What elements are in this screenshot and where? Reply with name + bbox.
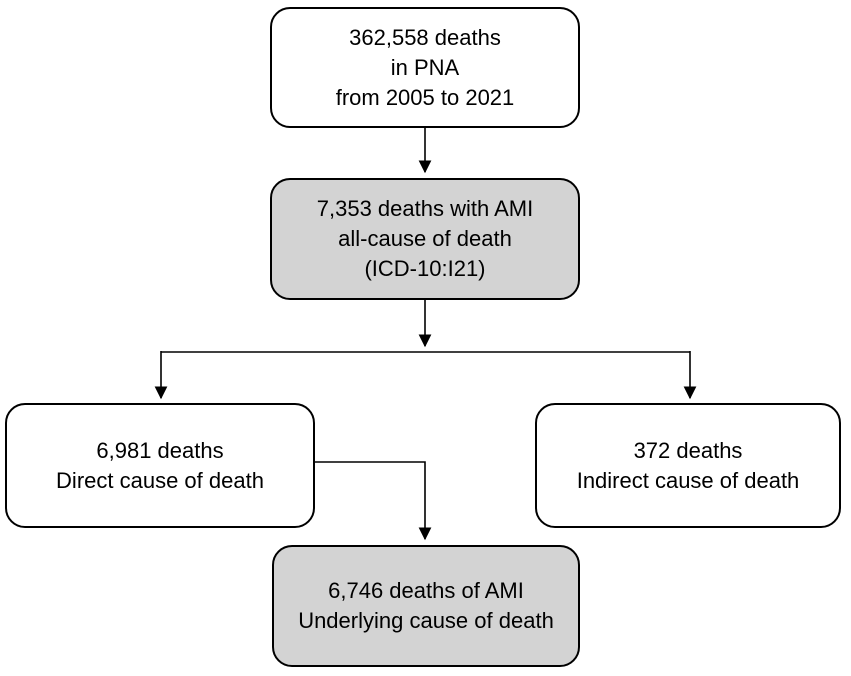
node-underlying-cause: 6,746 deaths of AMI Underlying cause of … xyxy=(272,545,580,667)
node-indirect-cause: 372 deaths Indirect cause of death xyxy=(535,403,841,528)
node-ami-all-cause-line-1: 7,353 deaths with AMI xyxy=(316,196,534,221)
node-ami-all-cause-line-2: all-cause of death xyxy=(338,226,512,251)
node-indirect-cause-line-1: 372 deaths xyxy=(633,437,743,463)
node-total-deaths: 362,558 deaths in PNA from 2005 to 2021 xyxy=(270,7,580,128)
node-ami-all-cause: 7,353 deaths with AMI all-cause of death… xyxy=(270,178,580,300)
node-ami-all-cause-line-3: (ICD-10:I21) xyxy=(364,256,486,281)
arrow-direct-to-underlying xyxy=(315,461,432,541)
node-underlying-cause-line-1: 6,746 deaths of AMI xyxy=(328,578,524,603)
node-direct-cause-line-2: Direct cause of death xyxy=(56,467,264,493)
node-underlying-cause-line-2: Underlying cause of death xyxy=(298,608,554,633)
node-direct-cause: 6,981 deaths Direct cause of death xyxy=(5,403,315,528)
node-indirect-cause-line-2: Indirect cause of death xyxy=(576,467,800,493)
node-total-deaths-line-2: in PNA xyxy=(390,54,460,80)
node-total-deaths-line-3: from 2005 to 2021 xyxy=(335,84,515,110)
node-direct-cause-line-1: 6,981 deaths xyxy=(96,437,224,463)
node-total-deaths-line-1: 362,558 deaths xyxy=(349,24,501,50)
